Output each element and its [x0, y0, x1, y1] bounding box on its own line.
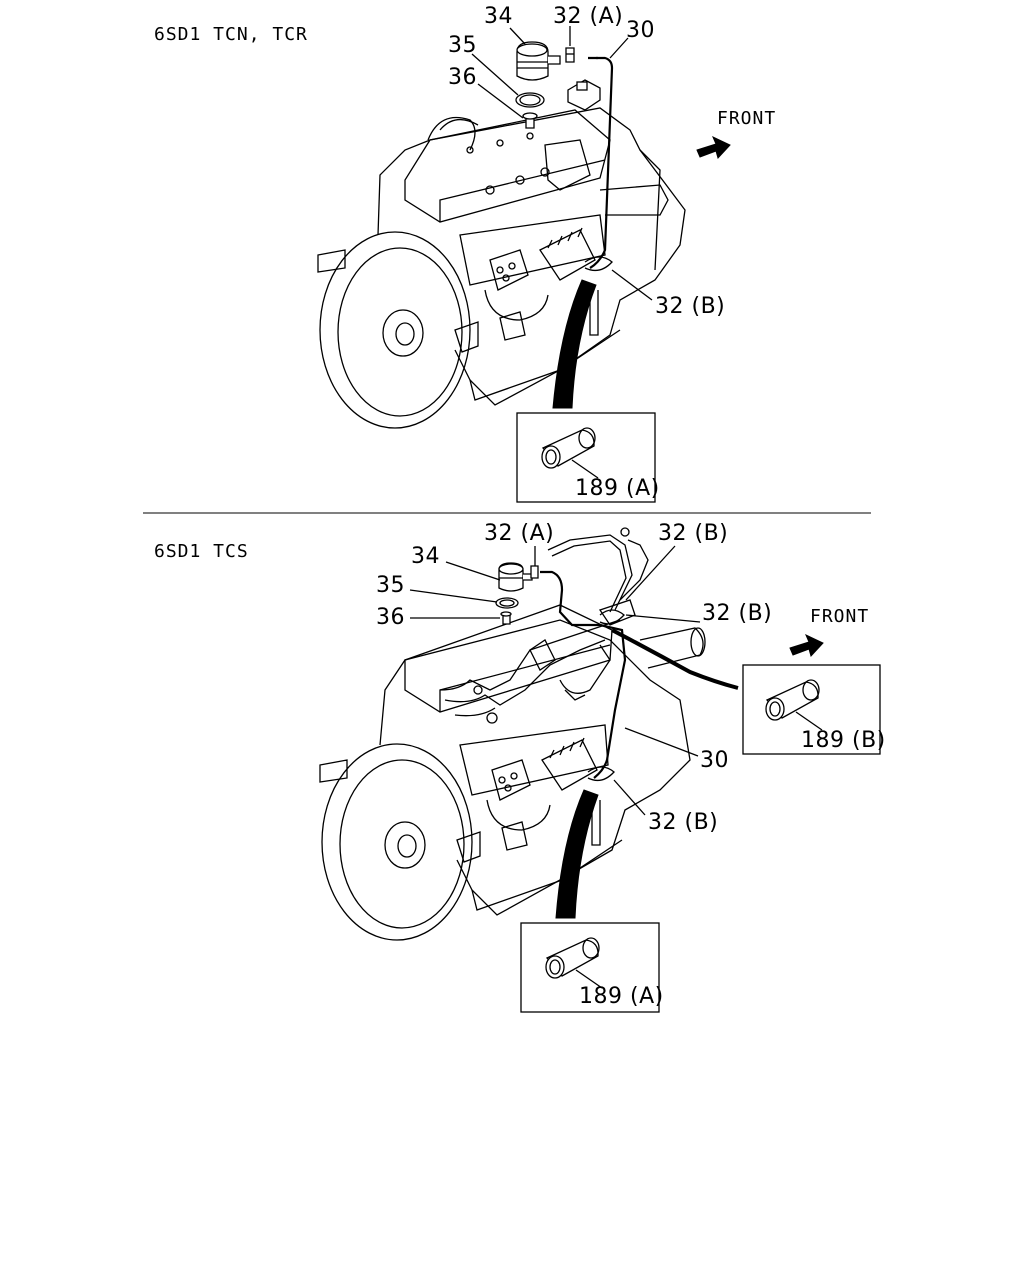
front-label-top: FRONT	[717, 108, 777, 129]
callout-32a-bottom: 32 (A)	[484, 521, 555, 546]
callout-35-bottom: 35	[376, 573, 405, 598]
breather-assembly-bottom	[495, 562, 539, 625]
sleeve-189b	[765, 679, 820, 721]
detail-box-bottom-b	[742, 664, 881, 755]
drain-hose-top	[552, 279, 597, 409]
callout-30-bottom: 30	[700, 748, 729, 773]
callout-30-top: 30	[626, 18, 655, 43]
section-title-top: 6SD1 TCN, TCR	[154, 24, 308, 45]
engine-bottom	[319, 527, 706, 941]
breather-assembly-top	[515, 41, 575, 129]
detail-box-bottom-a	[520, 922, 660, 1013]
breather-tube-bottom	[540, 570, 627, 779]
sleeve-189a-bottom	[545, 937, 600, 979]
section-title-bottom: 6SD1 TCS	[154, 541, 249, 562]
sleeve-189a-top	[541, 427, 596, 469]
callout-32a-top: 32 (A)	[553, 4, 624, 29]
detail-label-189a-bottom: 189 (A)	[579, 984, 664, 1009]
detail-label-189b: 189 (B)	[801, 728, 886, 753]
callout-32b-low-bottom: 32 (B)	[648, 810, 719, 835]
engine-top	[317, 79, 686, 429]
callout-32b-top: 32 (B)	[655, 294, 726, 319]
callout-35-top: 35	[448, 33, 477, 58]
front-label-bottom: FRONT	[810, 606, 870, 627]
front-arrow-bottom	[789, 633, 824, 657]
front-arrow-top	[696, 135, 731, 159]
callout-34-bottom: 34	[411, 544, 440, 569]
detail-label-189a-top: 189 (A)	[575, 476, 660, 501]
breather-tube-top	[588, 56, 614, 269]
callout-34-top: 34	[484, 4, 513, 29]
callout-32b-top-bottom: 32 (B)	[658, 521, 729, 546]
drain-hose-bottom	[555, 789, 599, 919]
callout-32b-mid-bottom: 32 (B)	[702, 601, 773, 626]
callout-36-top: 36	[448, 65, 477, 90]
hose-to-189b	[611, 628, 739, 690]
callout-36-bottom: 36	[376, 605, 405, 630]
detail-box-top	[516, 412, 656, 503]
